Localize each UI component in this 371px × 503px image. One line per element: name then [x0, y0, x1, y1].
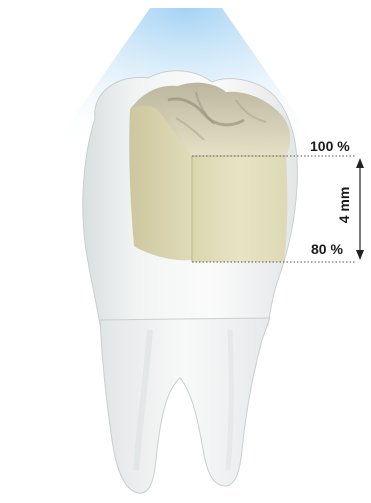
arrow-head-up [356, 158, 364, 168]
top-percentage-label: 100 % [310, 138, 350, 154]
arrow-head-down [356, 250, 364, 260]
tooth-roots [100, 318, 270, 493]
bottom-percentage-label: 80 % [311, 241, 343, 257]
depth-label: 4 mm [336, 187, 352, 224]
filling-front [192, 156, 287, 262]
